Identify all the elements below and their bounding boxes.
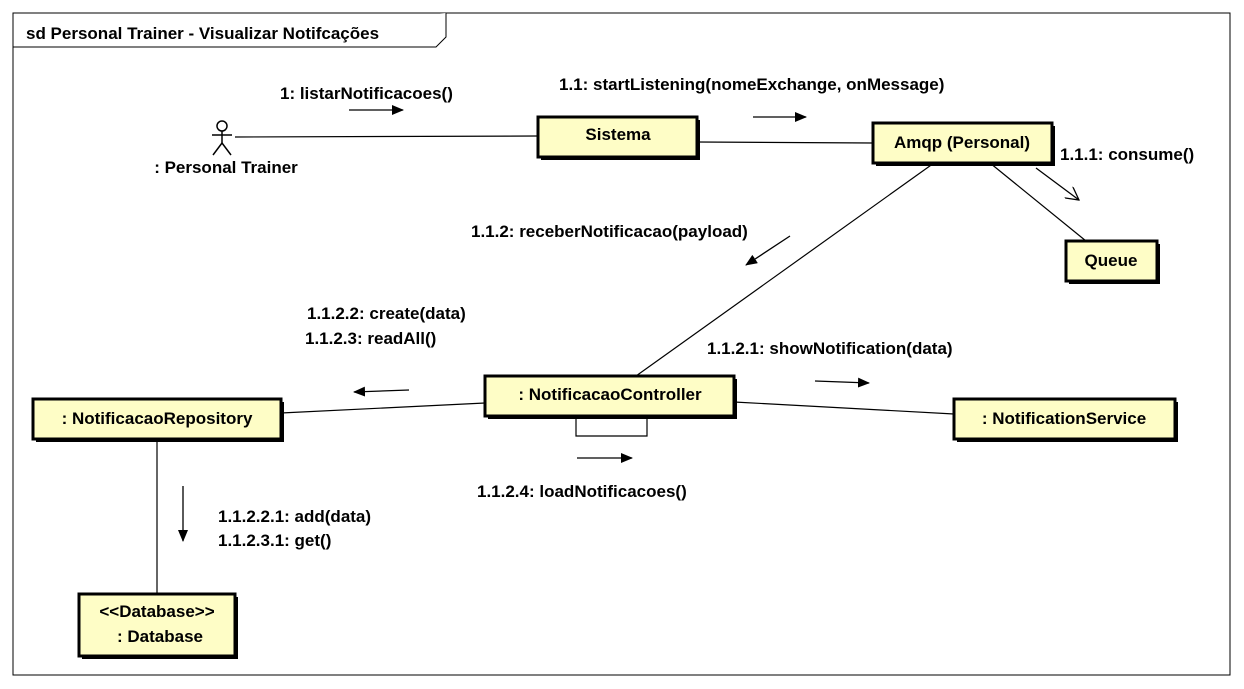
actor-label: : Personal Trainer [154, 158, 298, 177]
object-database-stereotype: <<Database>> [99, 602, 214, 621]
actor-personal-trainer: : Personal Trainer [154, 120, 298, 177]
message-1: 1: listarNotificacoes() [280, 84, 453, 103]
message-1-1-2-2-1: 1.1.2.2.1: add(data) [218, 507, 371, 526]
message-1-1-1: 1.1.1: consume() [1060, 145, 1194, 164]
object-amqp-label: Amqp (Personal) [894, 133, 1030, 152]
link-actor-sistema [234, 135, 539, 138]
link-controller-repository [280, 402, 486, 414]
message-1-1-2-3: 1.1.2.3: readAll() [305, 329, 436, 348]
message-labels: 1: listarNotificacoes() 1.1: startListen… [218, 75, 1194, 550]
message-1-1-2-1: 1.1.2.1: showNotification(data) [707, 339, 953, 358]
link-sistema-amqp [696, 141, 874, 144]
message-1-1-2-4: 1.1.2.4: loadNotificacoes() [477, 482, 687, 501]
arrow-right-icon [814, 377, 870, 388]
object-notificacao-controller: : NotificacaoController [483, 374, 737, 419]
object-repository-label: : NotificacaoRepository [62, 409, 253, 428]
links [156, 135, 1087, 594]
object-controller-label: : NotificacaoController [518, 385, 702, 404]
object-sistema: Sistema [536, 115, 700, 160]
object-amqp: Amqp (Personal) [871, 121, 1055, 166]
object-service-label: : NotificationService [982, 409, 1146, 428]
arrow-left-icon [353, 386, 410, 397]
object-notification-service: : NotificationService [952, 397, 1178, 442]
object-queue: Queue [1064, 239, 1160, 284]
object-notificacao-repository: : NotificacaoRepository [31, 397, 284, 442]
object-database-label: : Database [117, 627, 203, 646]
frame-title: sd Personal Trainer - Visualizar Notifca… [26, 24, 379, 43]
object-queue-label: Queue [1085, 251, 1138, 270]
diagram-frame: sd Personal Trainer - Visualizar Notifca… [12, 12, 1231, 676]
link-controller-service [733, 401, 955, 415]
message-1-1-2-3-1: 1.1.2.3.1: get() [218, 531, 331, 550]
actor-stick-figure-icon [212, 120, 232, 156]
message-1-1: 1.1: startListening(nomeExchange, onMess… [559, 75, 944, 94]
arrow-open-icon [1035, 167, 1079, 200]
arrow-down-left-icon [745, 235, 791, 266]
link-amqp-controller [635, 162, 935, 377]
message-1-1-2: 1.1.2: receberNotificacao(payload) [471, 222, 748, 241]
message-arrows [178, 105, 1079, 542]
object-sistema-label: Sistema [585, 125, 651, 144]
link-amqp-queue [989, 162, 1087, 242]
message-1-1-2-2: 1.1.2.2: create(data) [307, 304, 466, 323]
self-link-controller [575, 417, 648, 437]
object-database: <<Database>> : Database [77, 592, 238, 659]
